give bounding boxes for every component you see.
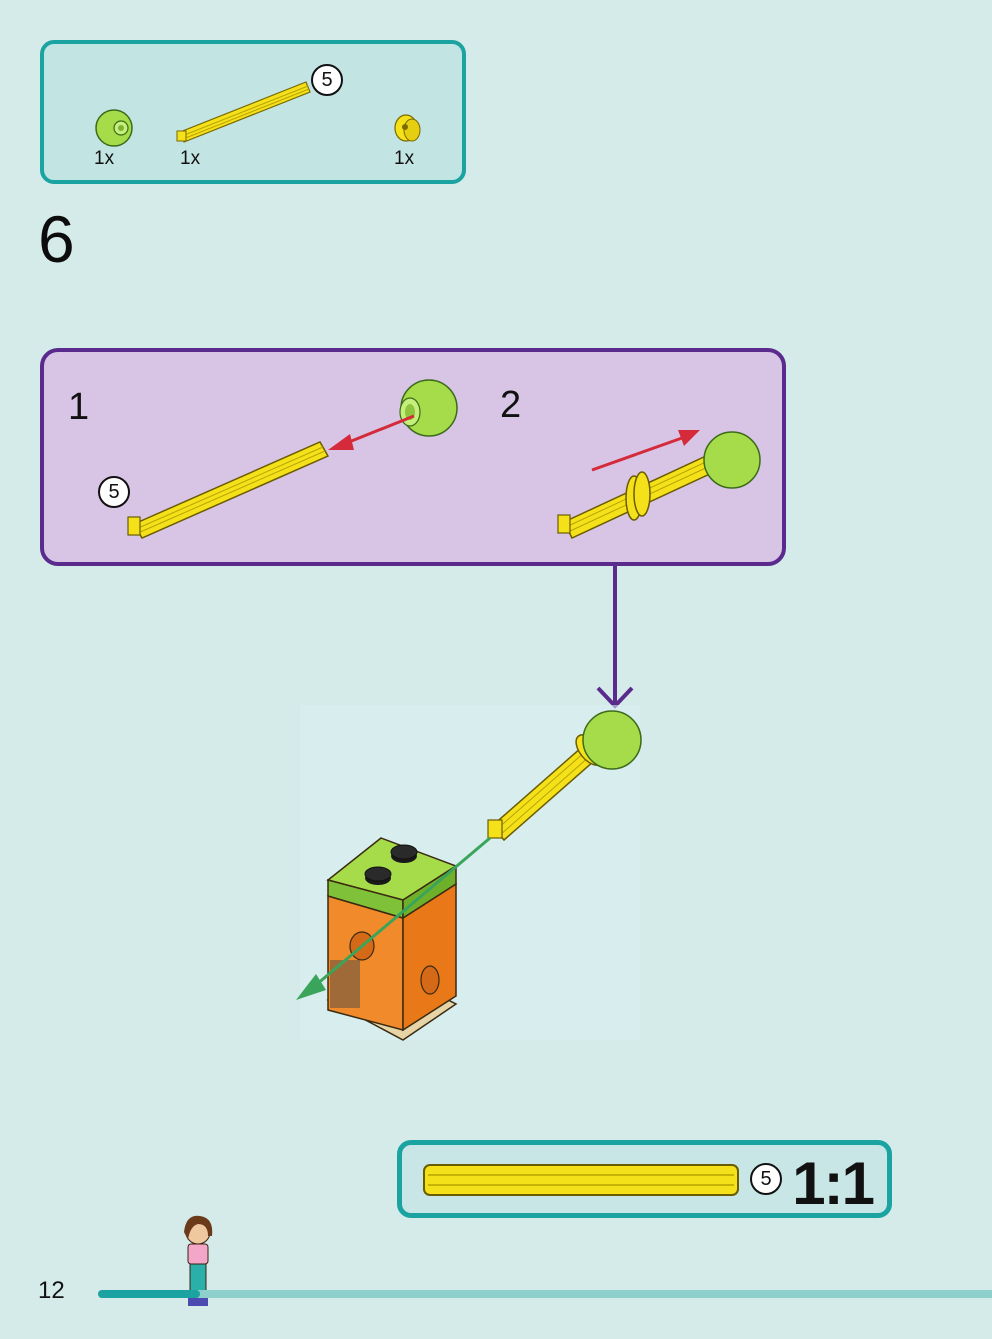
step1-ball-icon [399, 379, 458, 437]
scale-length-badge: 5 [750, 1163, 782, 1195]
sub-step-1-length-badge: 5 [98, 476, 130, 508]
step1-red-arrow-icon [328, 414, 415, 450]
bush-qty-label: 1x [394, 148, 415, 169]
sub-step-1-label: 1 [68, 386, 90, 428]
sub-step-2-label: 2 [500, 384, 522, 426]
scale-reference-box: 5 1:1 [397, 1140, 892, 1218]
purple-down-arrow-icon [596, 566, 634, 709]
scale-ratio-label: 1:1 [792, 1150, 875, 1217]
lime-ball-part-icon [95, 109, 133, 147]
parts-illustration [95, 81, 421, 147]
yellow-axle-part-icon [176, 81, 311, 143]
axle-length-badge: 5 [311, 64, 343, 96]
axle-scale-icon [423, 1164, 739, 1196]
sub-assembly-illustration [127, 379, 761, 539]
axle-qty-label: 1x [180, 148, 201, 169]
page-number: 12 [38, 1277, 65, 1304]
axle-with-ball-icon [487, 710, 642, 842]
step2-axle-assembly-icon [557, 431, 761, 539]
yellow-bush-part-icon [394, 114, 421, 142]
ball-qty-label: 1x [94, 148, 115, 169]
step1-axle-icon [127, 441, 330, 539]
sub-assembly-box: 1 2 5 [40, 348, 786, 566]
green-insert-arrow-icon [296, 836, 491, 1000]
step-number: 6 [38, 202, 75, 276]
parts-list-box: 5 1x 1x 1x [40, 40, 466, 184]
step2-red-arrow-icon [591, 430, 700, 472]
orange-brick-icon [326, 837, 458, 1041]
